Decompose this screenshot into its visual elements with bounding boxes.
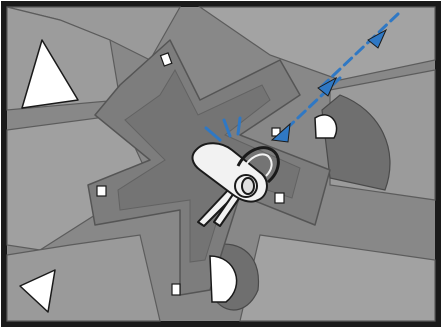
hub-slot: [97, 186, 106, 196]
lug-half-circle: [315, 115, 337, 138]
hub-slot: [172, 284, 180, 295]
hub-slot: [275, 193, 284, 203]
tool-pin-face: [242, 178, 254, 194]
